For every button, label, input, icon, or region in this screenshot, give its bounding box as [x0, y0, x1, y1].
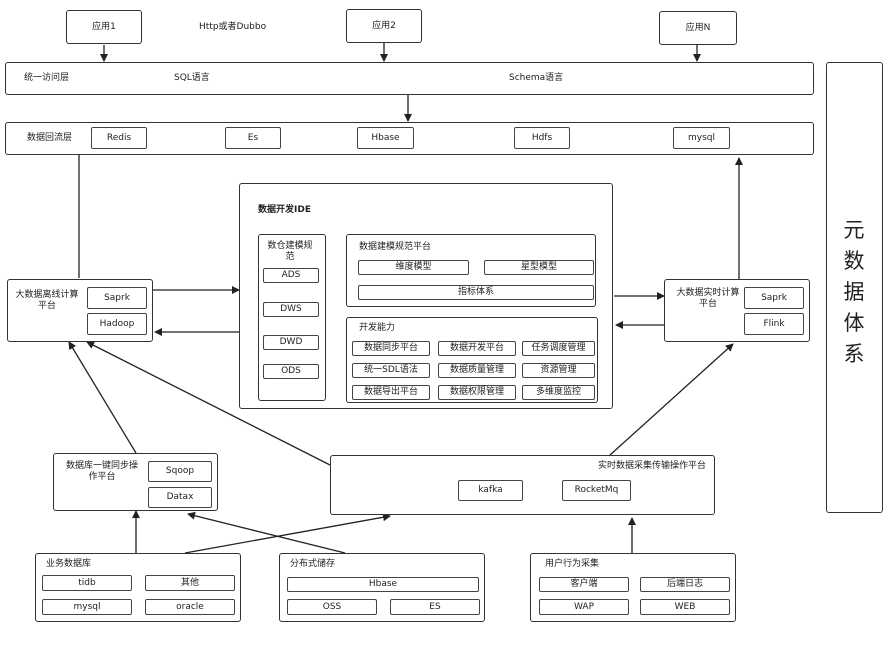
bizdb-title: 业务数据库	[46, 559, 92, 569]
bizdb-other: 其他	[145, 575, 235, 591]
app-box-1: 应用1	[66, 10, 142, 44]
rtcollect-title: 实时数据采集传输操作平台	[597, 461, 706, 471]
meta-char-1: 元	[843, 218, 865, 242]
dist-oss: OSS	[287, 599, 377, 615]
cap-data-permission: 数据权限管理	[438, 385, 516, 400]
access-sql-label: SQL语言	[174, 73, 210, 83]
app-box-n: 应用N	[659, 11, 737, 45]
behavior-client: 客户端	[539, 577, 629, 592]
dist-title: 分布式储存	[290, 559, 336, 569]
layer-dws: DWS	[263, 302, 319, 317]
collect-kafka: kafka	[458, 480, 523, 501]
sync-title: 数据库一键同步操作平台	[65, 461, 138, 482]
meta-system-panel: 元 数 据 体 系	[826, 62, 883, 513]
offline-title: 大数据离线计算平台	[15, 290, 79, 311]
realtime-title: 大数据实时计算平台	[676, 288, 740, 309]
reflow-redis: Redis	[91, 127, 147, 149]
cap-task-schedule: 任务调度管理	[522, 341, 595, 356]
reflow-layer-title: 数据回流层	[27, 133, 73, 143]
reflow-mysql: mysql	[673, 127, 730, 149]
app-box-2: 应用2	[346, 9, 422, 43]
ide-title: 数据开发IDE	[258, 205, 311, 215]
offline-spark: Saprk	[87, 287, 147, 309]
layer-ads: ADS	[263, 268, 319, 283]
reflow-hbase: Hbase	[357, 127, 414, 149]
modeling-title: 数据建模规范平台	[359, 242, 432, 252]
realtime-flink: Flink	[744, 313, 804, 335]
reflow-es: Es	[225, 127, 281, 149]
bizdb-oracle: oracle	[145, 599, 235, 615]
behavior-title: 用户行为采集	[545, 559, 600, 569]
sync-datax: Datax	[148, 487, 212, 508]
sync-sqoop: Sqoop	[148, 461, 212, 482]
dist-es: ES	[390, 599, 480, 615]
realtime-spark: Saprk	[744, 287, 804, 309]
behavior-backend-log: 后端日志	[640, 577, 730, 592]
cap-data-sync: 数据同步平台	[352, 341, 430, 356]
model-dimension: 维度模型	[358, 260, 469, 275]
layer-ods: ODS	[263, 364, 319, 379]
behavior-wap: WAP	[539, 599, 629, 615]
capabilities-title: 开发能力	[359, 323, 396, 333]
app-label-1: 应用1	[92, 22, 116, 32]
warehouse-title: 数仓建模规范	[267, 241, 313, 262]
protocol-label: Http或者Dubbo	[199, 22, 267, 32]
cap-data-export: 数据导出平台	[352, 385, 430, 400]
layer-dwd: DWD	[263, 335, 319, 350]
model-star: 星型模型	[484, 260, 594, 275]
offline-hadoop: Hadoop	[87, 313, 147, 335]
cap-data-dev: 数据开发平台	[438, 341, 516, 356]
meta-char-3: 据	[843, 280, 865, 304]
bizdb-tidb: tidb	[42, 575, 132, 591]
meta-char-5: 系	[843, 342, 865, 366]
bizdb-mysql: mysql	[42, 599, 132, 615]
cap-monitoring: 多维度监控	[522, 385, 595, 400]
meta-char-2: 数	[843, 249, 865, 273]
meta-char-4: 体	[843, 311, 865, 335]
model-metrics: 指标体系	[358, 285, 594, 300]
collect-rocketmq: RocketMq	[562, 480, 631, 501]
cap-data-quality: 数据质量管理	[438, 363, 516, 378]
dist-hbase: Hbase	[287, 577, 479, 592]
behavior-web: WEB	[640, 599, 730, 615]
app-label-n: 应用N	[685, 23, 711, 33]
access-layer: 统一访问层 SQL语言 Schema语言	[5, 62, 814, 95]
reflow-hdfs: Hdfs	[514, 127, 570, 149]
app-label-2: 应用2	[372, 21, 396, 31]
cap-unified-sdl: 统一SDL语法	[352, 363, 430, 378]
access-layer-title: 统一访问层	[24, 73, 70, 83]
cap-resource: 资源管理	[522, 363, 595, 378]
access-schema-label: Schema语言	[509, 73, 564, 83]
